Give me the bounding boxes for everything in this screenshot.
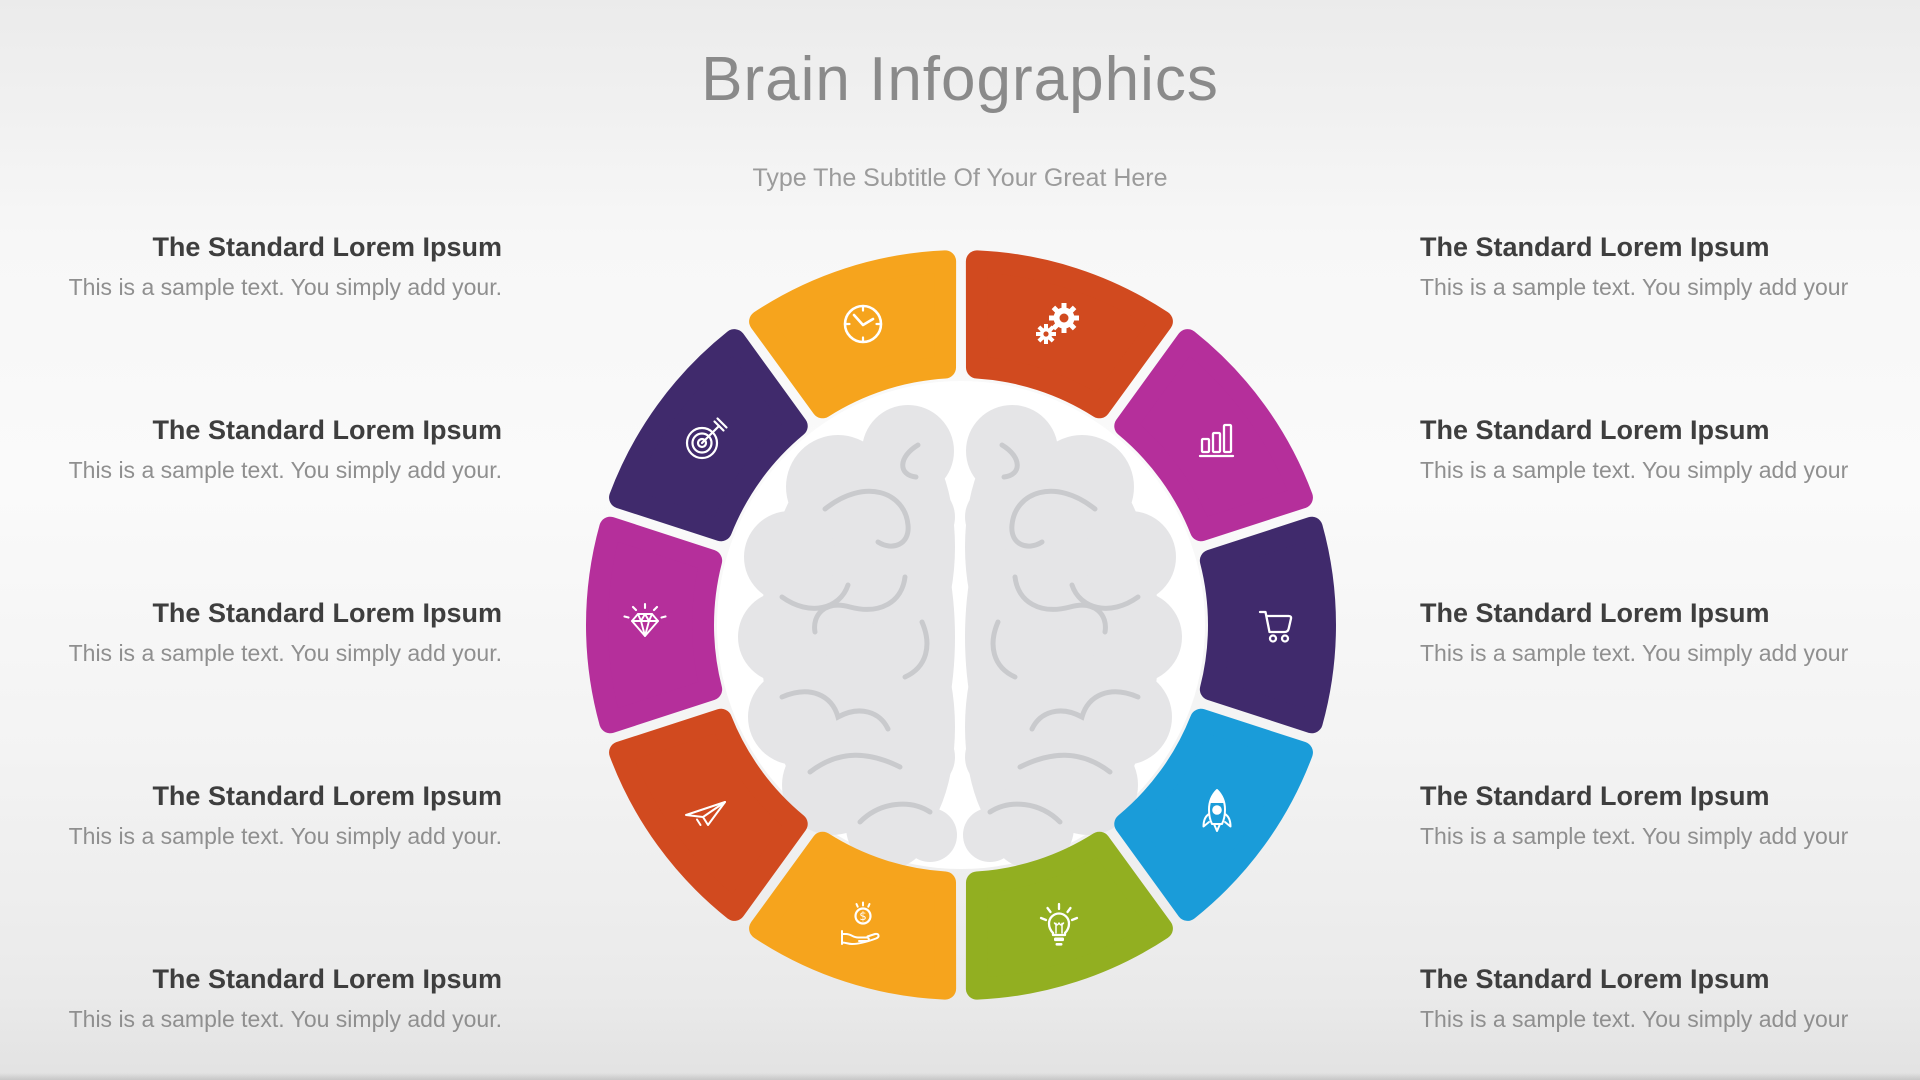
target-icon [679, 413, 731, 465]
bar-chart-icon [1191, 413, 1243, 465]
brain-diagram: $ [581, 245, 1341, 1005]
text-body: This is a sample text. You simply add yo… [1420, 457, 1849, 483]
text-block: The Standard Lorem Ipsum This is a sampl… [1420, 596, 1890, 667]
text-block: The Standard Lorem Ipsum This is a sampl… [60, 962, 502, 1033]
text-heading: The Standard Lorem Ipsum [152, 232, 502, 262]
segment-launch [1114, 708, 1313, 921]
brain-illustration [738, 405, 1182, 869]
paper-plane-icon [679, 785, 731, 837]
text-block: The Standard Lorem Ipsum This is a sampl… [1420, 779, 1890, 850]
text-heading: The Standard Lorem Ipsum [1420, 781, 1770, 811]
cart-icon [1251, 599, 1303, 651]
clock-icon [837, 298, 889, 350]
text-body: This is a sample text. You simply add yo… [68, 1006, 502, 1032]
text-heading: The Standard Lorem Ipsum [152, 964, 502, 994]
text-block: The Standard Lorem Ipsum This is a sampl… [1420, 230, 1890, 301]
rocket-icon [1191, 785, 1243, 837]
text-heading: The Standard Lorem Ipsum [152, 781, 502, 811]
text-block: The Standard Lorem Ipsum This is a sampl… [1420, 413, 1890, 484]
segment-time [749, 250, 957, 419]
text-body: This is a sample text. You simply add yo… [68, 274, 502, 300]
bottom-shadow [0, 1073, 1920, 1080]
hand-coin-icon: $ [837, 900, 889, 952]
gears-icon [1033, 298, 1085, 350]
text-block: The Standard Lorem Ipsum This is a sampl… [1420, 962, 1890, 1033]
text-block: The Standard Lorem Ipsum This is a sampl… [60, 596, 502, 667]
page-subtitle: Type The Subtitle Of Your Great Here [752, 164, 1168, 192]
text-heading: The Standard Lorem Ipsum [1420, 964, 1770, 994]
text-block: The Standard Lorem Ipsum This is a sampl… [60, 779, 502, 850]
text-body: This is a sample text. You simply add yo… [1420, 1006, 1849, 1032]
ring-svg [586, 250, 1336, 1000]
text-heading: The Standard Lorem Ipsum [1420, 232, 1770, 262]
text-block: The Standard Lorem Ipsum This is a sampl… [60, 413, 502, 484]
text-heading: The Standard Lorem Ipsum [1420, 598, 1770, 628]
segment-message [609, 708, 808, 921]
text-heading: The Standard Lorem Ipsum [152, 415, 502, 445]
text-body: This is a sample text. You simply add yo… [1420, 823, 1849, 849]
text-body: This is a sample text. You simply add yo… [1420, 640, 1849, 666]
text-heading: The Standard Lorem Ipsum [1420, 415, 1770, 445]
segment-income [749, 831, 957, 1000]
text-body: This is a sample text. You simply add yo… [1420, 274, 1849, 300]
segment-settings [965, 250, 1173, 419]
text-body: This is a sample text. You simply add yo… [68, 640, 502, 666]
text-block: The Standard Lorem Ipsum This is a sampl… [60, 230, 502, 301]
text-body: This is a sample text. You simply add yo… [68, 823, 502, 849]
lightbulb-icon [1033, 900, 1085, 952]
page-title: Brain Infographics [701, 45, 1219, 114]
segment-idea [965, 831, 1173, 1000]
text-body: This is a sample text. You simply add yo… [68, 457, 502, 483]
text-heading: The Standard Lorem Ipsum [152, 598, 502, 628]
diamond-icon [619, 599, 671, 651]
svg-text:$: $ [860, 909, 867, 923]
